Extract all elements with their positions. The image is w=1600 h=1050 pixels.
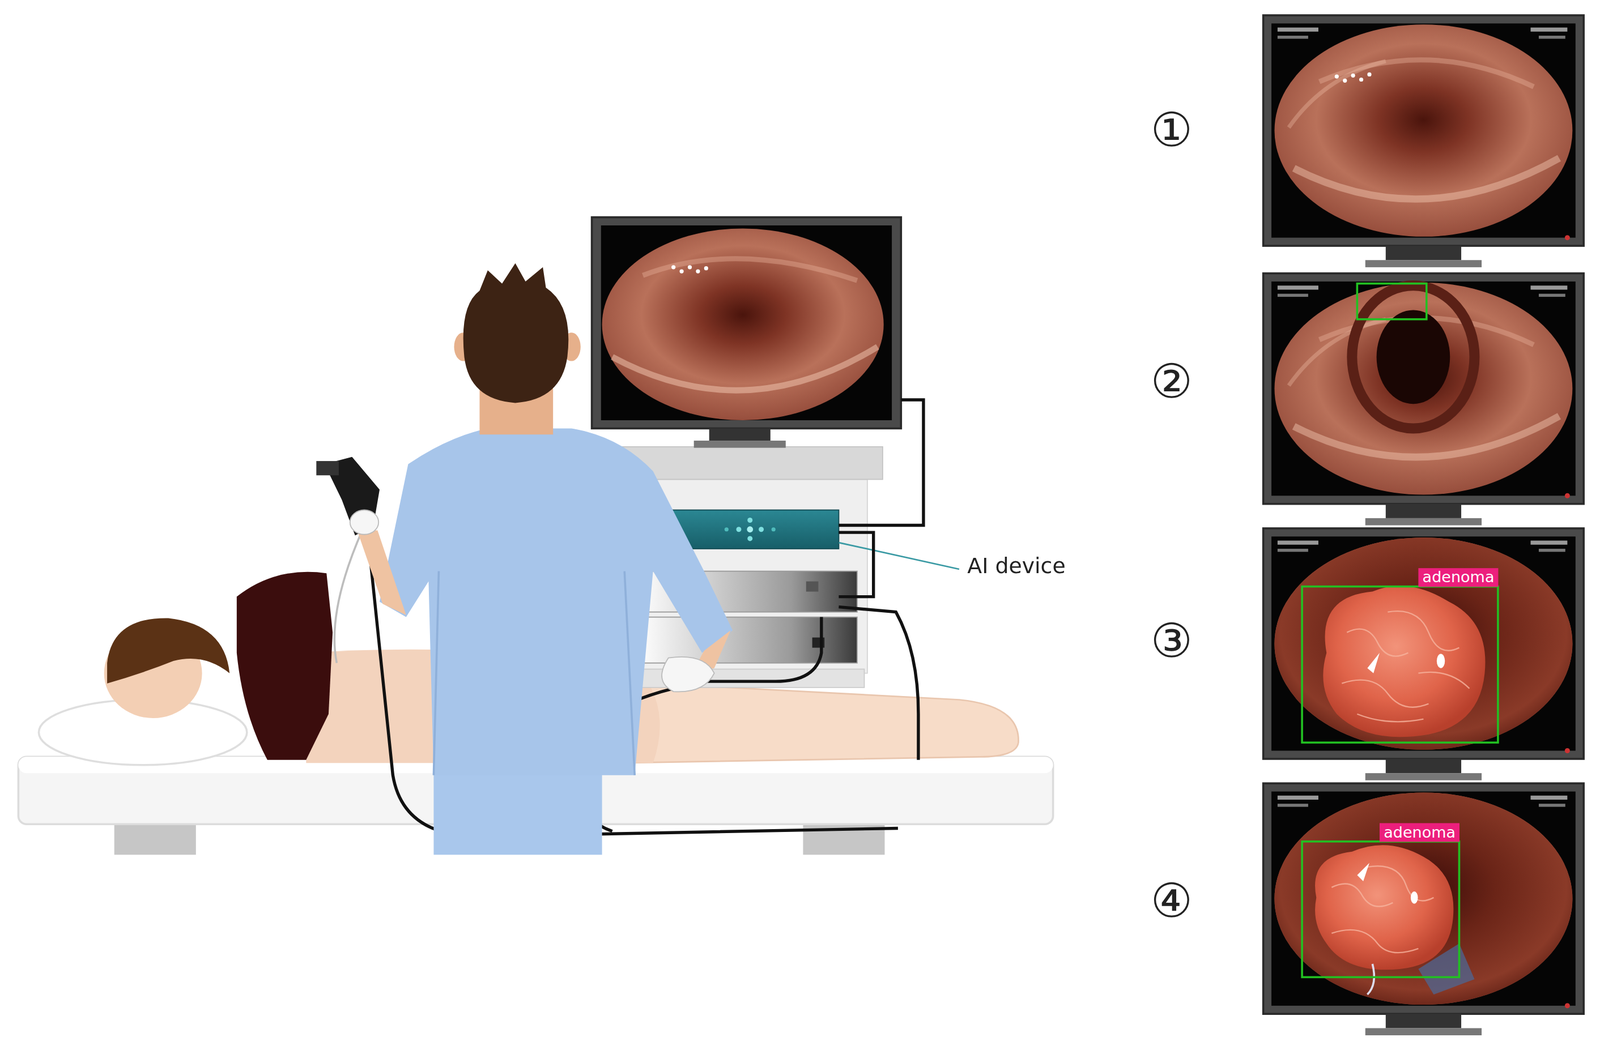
callout-number: ② bbox=[1150, 358, 1193, 406]
screen-4 bbox=[1263, 783, 1585, 1036]
main-monitor bbox=[592, 217, 902, 449]
detection-box bbox=[1301, 586, 1499, 744]
screen-3 bbox=[1263, 528, 1585, 781]
detection-box bbox=[1356, 283, 1427, 320]
callout-number: ④ bbox=[1150, 877, 1193, 925]
tag-text: adenoma bbox=[1418, 568, 1499, 587]
cables bbox=[334, 400, 924, 837]
leader-line bbox=[838, 542, 960, 570]
device-label: AI device bbox=[967, 556, 1066, 578]
detection-box bbox=[1301, 841, 1459, 978]
class-tag: adenoma bbox=[1418, 568, 1499, 587]
screen-2 bbox=[1263, 273, 1585, 526]
doctor bbox=[316, 263, 733, 856]
callout-number: ① bbox=[1150, 105, 1193, 153]
callout-number: ③ bbox=[1150, 617, 1193, 665]
screen-1 bbox=[1263, 15, 1585, 268]
class-tag: adenoma bbox=[1379, 823, 1460, 842]
tag-text: adenoma bbox=[1379, 823, 1460, 842]
